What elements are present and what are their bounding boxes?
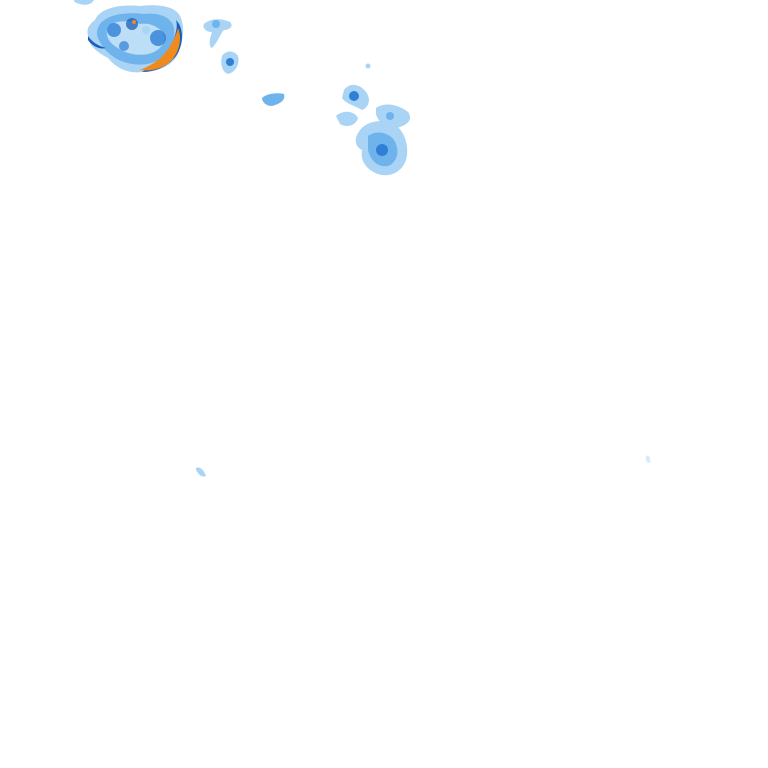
echo-speck-southwest	[196, 467, 206, 477]
echo-cell-small-northwest-b	[221, 51, 239, 74]
extreme-intensity-band	[140, 28, 180, 71]
echo-cell-small-northwest-a	[203, 19, 232, 48]
echo-cell-corner-fragment	[74, 0, 94, 5]
echo-cell-small-central-north	[262, 93, 285, 106]
echo-cell-northwest-storm	[87, 5, 184, 73]
echo-cell-north-central-cluster	[336, 63, 411, 176]
echo-speck-southeast	[645, 455, 651, 464]
